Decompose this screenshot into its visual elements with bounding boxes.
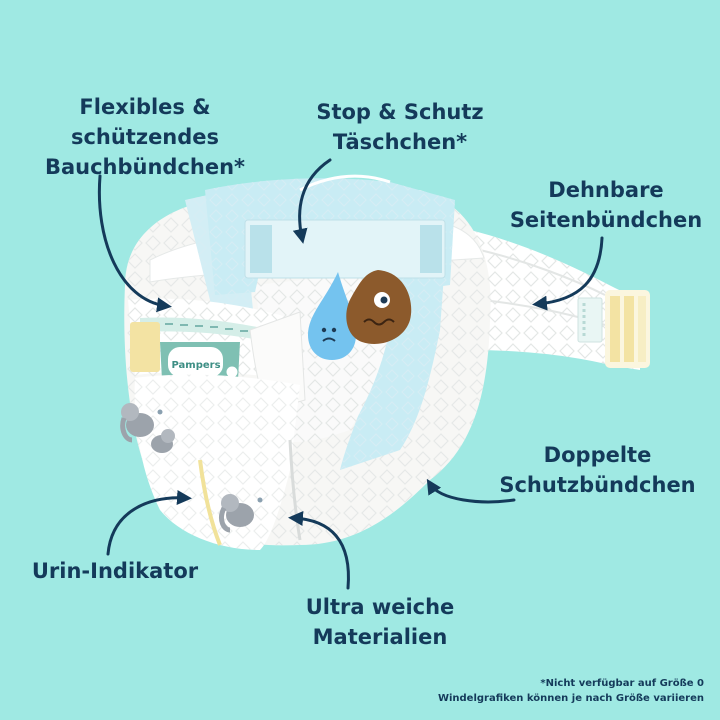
- label-side-cuffs: Dehnbare Seitenbündchen: [509, 178, 703, 232]
- elephant-icon: [219, 494, 263, 533]
- callout-arrows: [97, 158, 604, 590]
- front-waistband: Pampers: [128, 298, 306, 411]
- pampers-logo: Pampers: [160, 342, 240, 380]
- label-urine-indicator: Urin-Indikator: [31, 559, 199, 583]
- arrow-soft: [288, 511, 350, 590]
- arrow-indicator: [106, 490, 192, 556]
- svg-text:Pampers: Pampers: [171, 360, 220, 371]
- arrow-pocket: [292, 158, 332, 244]
- label-soft-materials: Ultra weiche Materialien: [305, 595, 455, 649]
- label-waistband: Flexibles & schützendes Bauchbündchen*: [44, 95, 246, 179]
- footnote: *Nicht verfügbar auf Größe 0 Windelgrafi…: [437, 678, 704, 704]
- elephant-icon: [120, 403, 175, 453]
- arrow-side: [532, 236, 604, 311]
- poo-icon: [346, 270, 412, 344]
- arrow-waistband: [97, 174, 172, 313]
- fastening-tape: [577, 290, 650, 368]
- label-pocket: Stop & Schutz Täschchen*: [316, 100, 484, 154]
- arrow-cuffs: [426, 478, 516, 504]
- water-drop-icon: [308, 272, 356, 360]
- front-panel: [120, 374, 302, 550]
- label-double-cuffs: Doppelte Schutzbündchen: [499, 443, 696, 497]
